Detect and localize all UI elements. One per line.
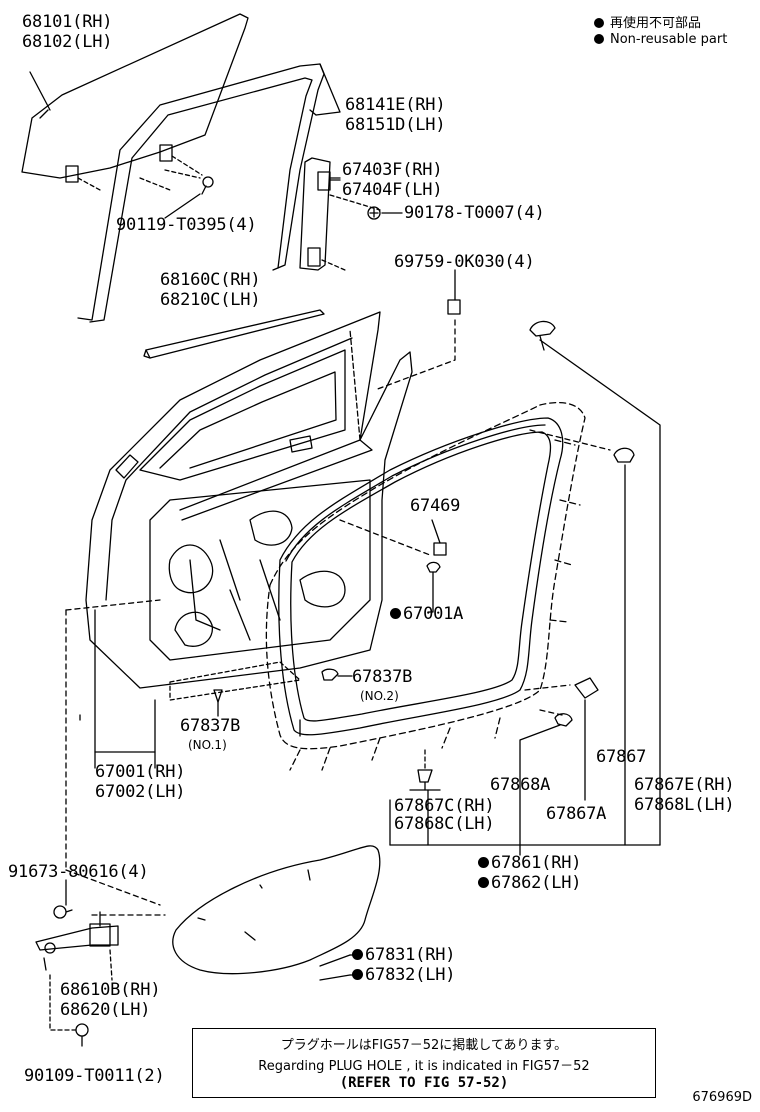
plug-hole-note-box: プラグホールはFIG57－52に掲載してあります。 Regarding PLUG…: [192, 1028, 656, 1098]
part-label-68151d: 68151D(LH): [345, 115, 446, 135]
part-label-67837b-no1: 67837B: [180, 716, 241, 736]
bolt-90178-drawing: [367, 206, 403, 220]
part-label-67831-text: 67831(RH): [365, 945, 456, 965]
non-reusable-dot-icon: [390, 608, 401, 619]
part-label-67002: 67002(LH): [95, 782, 186, 802]
legend-jp: 再使用不可部品: [594, 12, 701, 31]
part-label-67867c: 67867C(RH): [394, 796, 495, 816]
note-line-en: Regarding PLUG HOLE , it is indicated in…: [258, 1059, 590, 1074]
part-label-67469: 67469: [410, 496, 461, 516]
part-label-67404f: 67404F(LH): [342, 180, 443, 200]
body-opening-drawing: [265, 402, 586, 771]
part-label-68610b: 68610B(RH): [60, 980, 161, 1000]
part-label-67832: 67832(LH): [352, 965, 456, 985]
small-parts-drawing: [213, 299, 461, 703]
part-label-68620: 68620(LH): [60, 1000, 151, 1020]
part-label-90109: 90109-T0011(2): [24, 1066, 165, 1086]
note-line-jp: プラグホールはFIG57－52に掲載してあります。: [280, 1038, 568, 1053]
service-hole-cover-drawing: [172, 845, 381, 981]
part-label-67861-text: 67861(RH): [491, 853, 582, 873]
label-leaders: [29, 71, 456, 976]
part-label-67867a: 67867A: [546, 804, 607, 824]
part-label-91673: 91673-80616(4): [8, 862, 149, 882]
part-label-68141e: 68141E(RH): [345, 95, 446, 115]
part-label-67001a-text: 67001A: [403, 604, 464, 624]
part-label-67862-text: 67862(LH): [491, 873, 582, 893]
part-label-67868l: 67868L(LH): [634, 795, 735, 815]
part-label-68102: 68102(LH): [22, 32, 113, 52]
leader-67867: [539, 339, 661, 846]
legend-en-text: Non-reusable part: [610, 32, 728, 47]
part-label-67001: 67001(RH): [95, 762, 186, 782]
non-reusable-dot-icon: [594, 18, 604, 28]
rear-channel-drawing: [299, 157, 381, 271]
glass-run-drawing: [77, 63, 341, 323]
non-reusable-dot-icon: [594, 34, 604, 44]
part-label-67862: 67862(LH): [478, 873, 582, 893]
part-label-67867e: 67867E(RH): [634, 775, 735, 795]
retainer-clips-drawing: [409, 320, 635, 791]
part-label-69759: 69759-0K030(4): [394, 252, 535, 272]
legend-jp-text: 再使用不可部品: [610, 16, 702, 31]
note-line-ref: (REFER TO FIG 57-52): [339, 1075, 509, 1091]
non-reusable-dot-icon: [352, 969, 363, 980]
non-reusable-dot-icon: [478, 877, 489, 888]
glass-clip-drawing: [65, 144, 203, 191]
legend-en: Non-reusable part: [594, 32, 727, 47]
part-label-67001a: 67001A: [390, 604, 463, 624]
part-label-90178: 90178-T0007(4): [404, 203, 545, 223]
door-glass-drawing: [21, 13, 249, 179]
part-label-67867: 67867: [596, 747, 647, 767]
door-check-drawing: [35, 905, 119, 1047]
part-label-68210c: 68210C(LH): [160, 290, 261, 310]
door-panel-drawing: [85, 311, 413, 753]
part-label-68101: 68101(RH): [22, 12, 113, 32]
plug-hole-dashed-lines: [65, 319, 611, 916]
part-label-67837b-no2-sub: (NO.2): [360, 689, 399, 703]
part-label-67868c: 67868C(LH): [394, 814, 495, 834]
leader-67868a: [519, 724, 561, 846]
weatherstrip-drawing: [278, 417, 564, 737]
part-label-67403f: 67403F(RH): [342, 160, 443, 180]
part-label-90119: 90119-T0395(4): [116, 215, 257, 235]
screw-90119-drawing: [164, 176, 214, 219]
belt-moulding-drawing: [143, 309, 325, 359]
part-label-67837b-no1-sub: (NO.1): [188, 738, 227, 752]
part-label-67861: 67861(RH): [478, 853, 582, 873]
part-label-67831: 67831(RH): [352, 945, 456, 965]
part-label-68160c: 68160C(RH): [160, 270, 261, 290]
non-reusable-dot-icon: [478, 857, 489, 868]
part-label-67837b-no2: 67837B: [352, 667, 413, 687]
part-label-67832-text: 67832(LH): [365, 965, 456, 985]
non-reusable-dot-icon: [352, 949, 363, 960]
part-label-67868a: 67868A: [490, 775, 551, 795]
diagram-code: 676969D: [692, 1090, 752, 1105]
